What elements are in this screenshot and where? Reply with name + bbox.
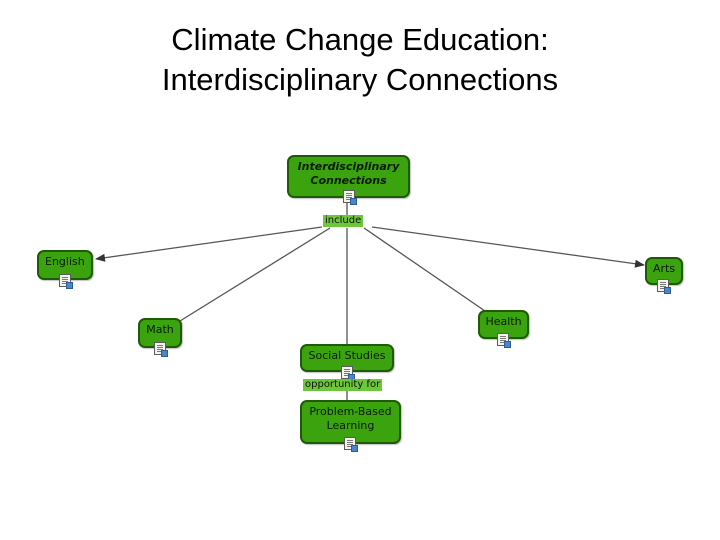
document-icon[interactable]	[657, 279, 671, 294]
concept-node-health[interactable]: Health	[478, 310, 529, 348]
concept-node-label: Math	[146, 323, 174, 336]
document-icon[interactable]	[343, 190, 357, 205]
linking-phrase-opportunity-for: opportunity for	[303, 379, 383, 391]
connector-to-english	[95, 226, 323, 262]
concept-node-label: Social Studies	[308, 349, 386, 362]
concept-node-label: Interdisciplinary Connections	[297, 160, 400, 187]
concept-node-arts[interactable]: Arts	[645, 257, 683, 294]
concept-node-interdisciplinary-connections[interactable]: Interdisciplinary Connections	[287, 155, 410, 205]
concept-node-english[interactable]: English	[37, 250, 93, 289]
slide-title-line-1: Climate Change Education:	[171, 22, 549, 57]
document-icon[interactable]	[59, 274, 73, 289]
connector-to-health	[363, 227, 486, 312]
slide-title: Climate Change Education: Interdisciplin…	[0, 20, 720, 100]
concept-node-problem-based-learning[interactable]: Problem-Based Learning	[300, 400, 401, 452]
concept-node-social-studies[interactable]: Social Studies	[300, 344, 394, 381]
concept-node-math[interactable]: Math	[138, 318, 182, 357]
document-icon[interactable]	[154, 342, 168, 357]
concept-node-label: Problem-Based Learning	[309, 405, 392, 432]
concept-node-label: English	[45, 255, 85, 268]
concept-node-label: Arts	[652, 262, 676, 275]
document-icon[interactable]	[344, 437, 358, 452]
connector-to-arts	[371, 226, 645, 268]
connector-to-math	[179, 227, 331, 322]
document-icon[interactable]	[497, 333, 511, 348]
concept-node-label: Health	[485, 315, 522, 328]
slide-title-line-2: Interdisciplinary Connections	[161, 62, 559, 97]
document-icon[interactable]	[341, 366, 355, 381]
linking-phrase-include: include	[323, 215, 364, 227]
